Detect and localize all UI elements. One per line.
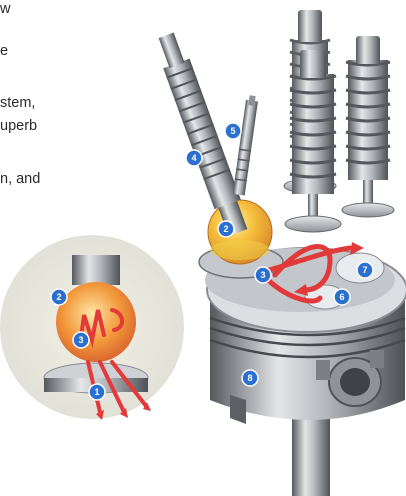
- glow-plug: [233, 95, 259, 196]
- svg-text:3: 3: [78, 335, 83, 345]
- callout-injector: 4: [186, 150, 202, 166]
- svg-text:7: 7: [362, 265, 367, 275]
- svg-text:3: 3: [260, 270, 265, 280]
- callout-inset-chamber: 2: [51, 289, 67, 305]
- callout-piston: 8: [242, 370, 258, 386]
- callout-inset-flow: 3: [73, 332, 89, 348]
- callout-piston-cavity-left: 6: [334, 289, 350, 305]
- svg-text:2: 2: [56, 292, 61, 302]
- swirl-chamber: [199, 200, 283, 278]
- svg-text:1: 1: [94, 387, 99, 397]
- valves: [284, 10, 394, 232]
- svg-text:5: 5: [230, 126, 235, 136]
- svg-text:8: 8: [247, 373, 252, 383]
- valve-right: [342, 36, 394, 217]
- valve-front: [285, 50, 341, 232]
- callout-piston-cavity-right: 7: [357, 262, 373, 278]
- svg-text:2: 2: [223, 224, 228, 234]
- callout-inset-injector-jet: 1: [89, 384, 105, 400]
- callout-glow-plug: 5: [225, 123, 241, 139]
- svg-text:4: 4: [191, 153, 196, 163]
- svg-text:6: 6: [339, 292, 344, 302]
- callout-main-passage: 3: [255, 267, 271, 283]
- callout-main-chamber: 2: [218, 221, 234, 237]
